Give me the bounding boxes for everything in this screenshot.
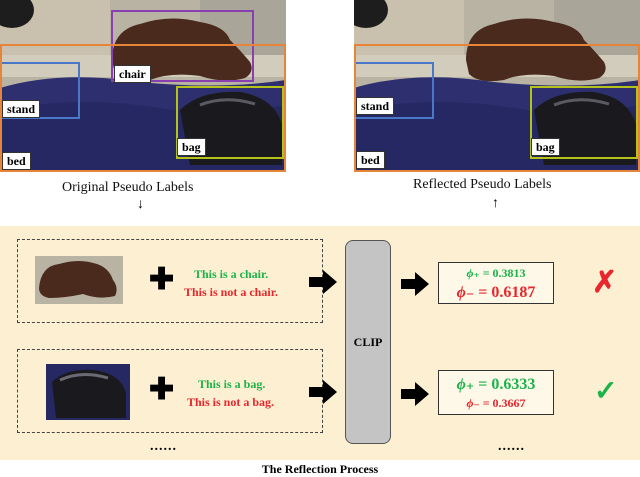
label-bag-reflected: bag — [531, 138, 560, 156]
phi-minus-score-chair: ϕ₋ = 0.6187 — [456, 284, 536, 301]
bbox-bed-reflected — [354, 44, 640, 172]
score-box-chair: ϕ₊ = 0.3813 ϕ₋ = 0.6187 — [438, 262, 554, 304]
phi-minus-score-bag: ϕ₋ = 0.3667 — [466, 396, 526, 410]
negative-prompt-chair: This is not a chair. — [184, 285, 278, 299]
label-bed-original: bed — [2, 152, 31, 170]
negative-prompt-bag: This is not a bag. — [187, 395, 275, 409]
label-bag-original: bag — [177, 138, 206, 156]
right-arrow-icon-clip-to-score1 — [401, 272, 429, 296]
label-chair-original: chair — [114, 65, 151, 83]
right-arrow-icon-clip-to-score2 — [401, 382, 429, 406]
down-arrow-icon: ↓ — [137, 197, 144, 212]
chair-crop-image — [35, 256, 123, 304]
score-box-bag: ϕ₊ = 0.6333 ϕ₋ = 0.3667 — [438, 370, 554, 415]
bag-crop-image — [46, 364, 130, 420]
right-arrow-icon-row1-to-clip — [309, 270, 337, 294]
original-caption: Original Pseudo Labels — [62, 180, 194, 195]
clip-label: CLIP — [353, 334, 383, 349]
plus-icon-row2: ✚ — [149, 373, 175, 406]
reflected-caption: Reflected Pseudo Labels — [413, 177, 552, 192]
positive-prompt-bag: This is a bag. — [198, 377, 266, 391]
original-image — [0, 0, 286, 170]
bbox-bag-reflected — [530, 86, 638, 159]
process-title: The Reflection Process — [261, 462, 379, 476]
bbox-chair-original — [111, 10, 254, 82]
cross-mark-icon: ✗ — [592, 266, 618, 299]
positive-prompt-chair: This is a chair. — [194, 267, 269, 281]
right-arrow-icon-row2-to-clip — [309, 380, 337, 404]
bbox-bag-original — [176, 86, 284, 159]
check-mark-icon: ✓ — [594, 376, 618, 407]
label-stand-reflected: stand — [356, 97, 395, 115]
reflected-image — [354, 0, 640, 170]
phi-plus-score-bag: ϕ₊ = 0.6333 — [456, 376, 536, 393]
ellipsis-left: ...... — [150, 439, 177, 454]
plus-icon-row1: ✚ — [149, 263, 175, 296]
ellipsis-right: ...... — [498, 439, 525, 454]
bbox-bed-original — [0, 44, 286, 172]
phi-plus-score-chair: ϕ₊ = 0.3813 — [466, 266, 526, 280]
up-arrow-icon: ↑ — [492, 196, 499, 211]
label-stand-original: stand — [2, 100, 41, 118]
clip-model-block: CLIP — [345, 240, 391, 444]
label-bed-reflected: bed — [356, 151, 385, 169]
